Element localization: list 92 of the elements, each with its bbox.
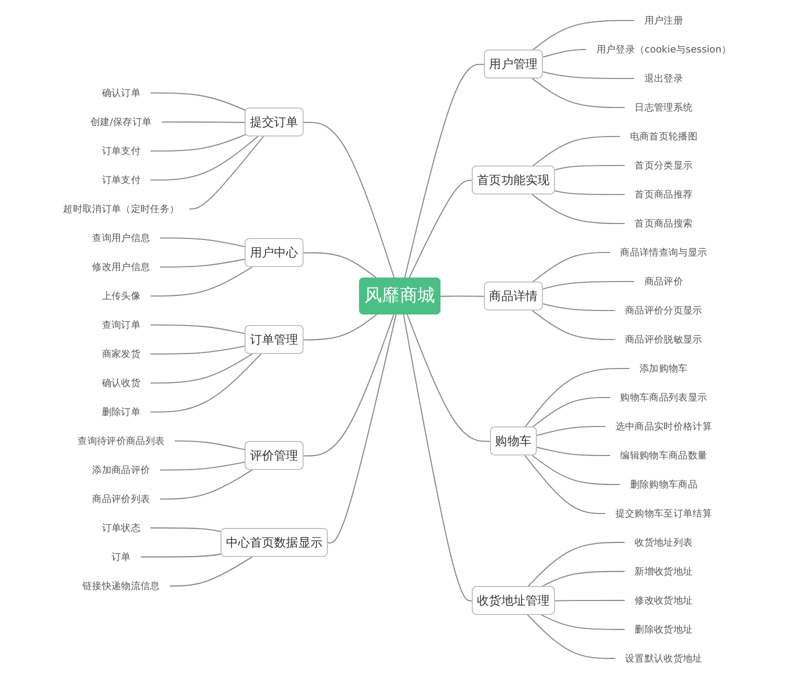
connector [542, 303, 616, 312]
connector [532, 396, 610, 428]
connector [540, 570, 625, 588]
connector [150, 324, 246, 334]
connector [532, 136, 620, 167]
connector [303, 314, 394, 456]
node-text: 日志管理系统 [634, 102, 693, 114]
connector [150, 353, 262, 413]
connector [160, 238, 246, 248]
node-text: 订单 [111, 551, 131, 563]
node-text: 电商首页轮播图 [630, 130, 698, 142]
node-text: 删除购物车商品 [630, 478, 698, 490]
connector [150, 136, 258, 181]
connector [542, 49, 587, 58]
connector [402, 314, 473, 602]
connector [526, 614, 616, 659]
node-text: 编辑购物车商品数量 [620, 450, 708, 462]
node-text: 商家发货 [102, 348, 140, 360]
connector [554, 600, 625, 602]
node-text: 修改用户信息 [92, 261, 150, 273]
node-text: 超时取消订单（定时任务） [62, 203, 179, 215]
connector [554, 190, 625, 196]
connector [536, 426, 606, 436]
connector [540, 614, 625, 630]
connector [140, 553, 222, 558]
node-text: 首页商品推荐 [634, 188, 693, 200]
connector [532, 20, 635, 51]
connector [406, 314, 491, 442]
node-text: 用户登录（cookie与session） [596, 44, 732, 56]
node-text: 链接快递物流信息 [82, 580, 160, 592]
connector [532, 252, 610, 283]
connector [526, 542, 625, 588]
connector [532, 310, 616, 340]
connector [536, 446, 610, 456]
node-text: 选中商品实时价格计算 [615, 420, 712, 432]
node-text: 查询订单 [102, 319, 140, 331]
node-text: 商品评价脱敏显示 [624, 334, 702, 346]
connector [150, 353, 253, 384]
node-text: 用户注册 [644, 14, 683, 26]
connector [150, 345, 246, 355]
connector [542, 280, 635, 290]
node-text: 首页分类显示 [634, 160, 693, 172]
node-text: 退出登录 [644, 72, 683, 84]
node-text: 订单支付 [102, 145, 140, 157]
connector [188, 136, 264, 210]
node-text: 确认收货 [102, 377, 140, 389]
connector [160, 258, 246, 268]
node-text: 删除订单 [102, 406, 140, 418]
node-text: 提交购物车至订单结算 [615, 508, 712, 520]
connector [532, 78, 625, 108]
connector [160, 469, 253, 500]
node-text: 订单状态 [102, 522, 140, 534]
connector [303, 314, 377, 340]
node-text: 确认订单 [102, 87, 140, 99]
connector [303, 122, 395, 278]
connector [150, 266, 253, 297]
connector [542, 71, 635, 80]
connector [169, 556, 253, 586]
node-text: 查询用户信息 [92, 232, 150, 244]
connector [524, 368, 630, 428]
connector [554, 165, 625, 171]
node-text: 商品评价列表 [92, 493, 150, 505]
node-text: 查询待评价商品列表 [77, 435, 164, 447]
node-text: 收货地址列表 [634, 536, 693, 548]
node-text: 删除收货地址 [634, 624, 693, 636]
connector [161, 122, 246, 123]
node-text: 添加商品评价 [92, 464, 150, 476]
connector [440, 296, 485, 297]
connector [532, 454, 620, 485]
node-text: 添加购物车 [639, 362, 688, 374]
connector [404, 64, 485, 278]
node-text: 商品详情查询与显示 [620, 246, 708, 258]
connector [328, 314, 396, 544]
node-text: 商品评价分页显示 [624, 304, 702, 316]
node-text: 上传头像 [102, 290, 140, 302]
node-text: 设置默认收货地址 [624, 652, 702, 664]
node-text: 购物车商品列表显示 [620, 392, 708, 404]
node-text: 商品评价 [644, 276, 683, 288]
connector [303, 252, 377, 279]
connector [524, 454, 606, 514]
connector [408, 180, 473, 279]
node-text: 创建/保存订单 [90, 116, 152, 128]
connector [150, 134, 246, 152]
node-text: 订单支付 [102, 174, 140, 186]
connector [160, 461, 246, 470]
connector [174, 440, 246, 450]
node-text: 修改收货地址 [634, 594, 693, 606]
connector [150, 527, 222, 532]
connector [532, 194, 625, 224]
connector [150, 92, 246, 111]
node-text: 新增收货地址 [634, 566, 693, 578]
node-text: 首页商品搜索 [634, 218, 693, 230]
